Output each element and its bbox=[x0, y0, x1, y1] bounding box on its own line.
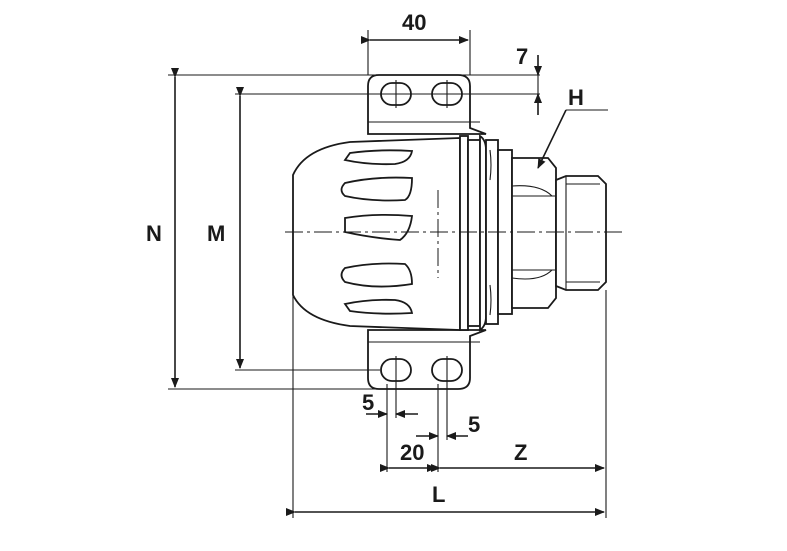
label-5-right: 5 bbox=[468, 412, 480, 437]
grip-flute bbox=[344, 213, 414, 241]
label-M: M bbox=[207, 221, 225, 246]
dim-L: L bbox=[286, 482, 605, 516]
dim-40: 40 bbox=[361, 10, 469, 44]
label-20: 20 bbox=[400, 440, 424, 465]
top-bracket bbox=[367, 74, 487, 135]
grip-flute bbox=[340, 176, 413, 202]
flange bbox=[459, 134, 513, 332]
dim-5-left: 5 bbox=[362, 390, 418, 418]
label-5-left: 5 bbox=[362, 390, 374, 415]
bottom-bracket bbox=[367, 329, 487, 390]
label-H: H bbox=[568, 85, 584, 110]
label-L: L bbox=[432, 482, 445, 507]
grip-flute bbox=[343, 149, 414, 166]
dim-20: 20 bbox=[380, 440, 437, 472]
dim-N: N bbox=[146, 68, 179, 388]
dim-Z: Z bbox=[431, 440, 605, 472]
dim-5-right: 5 bbox=[416, 412, 480, 440]
label-Z: Z bbox=[514, 440, 527, 465]
label-40: 40 bbox=[402, 10, 426, 35]
threaded-end bbox=[555, 175, 607, 291]
grip-body bbox=[292, 137, 461, 331]
grip-flute bbox=[340, 262, 413, 288]
dim-H: H bbox=[537, 85, 608, 169]
grip-flute bbox=[343, 298, 414, 315]
hex-nut bbox=[511, 157, 557, 309]
dim-7: 7 bbox=[516, 44, 542, 115]
label-7: 7 bbox=[516, 44, 528, 69]
label-N: N bbox=[146, 221, 162, 246]
dim-M: M bbox=[207, 87, 244, 369]
